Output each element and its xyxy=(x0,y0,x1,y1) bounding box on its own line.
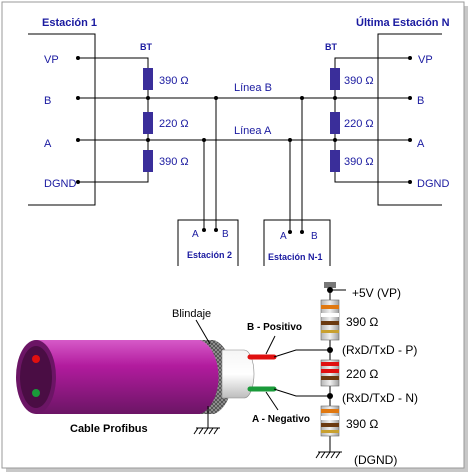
left-resistor-dgnd-label: 390 Ω xyxy=(159,156,189,168)
junction-dots xyxy=(76,56,412,234)
right-resistor-mid-label: 220 Ω xyxy=(344,118,374,130)
bt-left-label: BT xyxy=(140,42,152,52)
right-resistor-vp xyxy=(330,68,340,90)
left-pin-dgnd: DGND xyxy=(44,178,76,190)
station2-box xyxy=(177,219,239,266)
resistor-390-top-label: 390 Ω xyxy=(346,315,378,329)
station2-pin-a: A xyxy=(192,229,199,240)
rxd-n-node xyxy=(327,393,333,399)
profibus-cable-body xyxy=(36,340,223,414)
cable-inner-jacket xyxy=(221,349,255,399)
vp-terminal xyxy=(324,282,336,288)
wire-green-lead xyxy=(273,388,330,397)
left-resistor-mid xyxy=(143,112,153,134)
left-resistor-vp-label: 390 Ω xyxy=(159,75,189,87)
left-wiring xyxy=(78,57,410,232)
stationN-title: Última Estación N xyxy=(356,16,450,29)
station1-title: Estación 1 xyxy=(42,17,97,29)
dgnd-label: (DGND) xyxy=(354,453,397,467)
cable-end-inner xyxy=(20,346,52,408)
right-pin-a: A xyxy=(417,138,425,150)
left-resistor-dgnd xyxy=(143,150,153,172)
right-resistor-dgnd-label: 390 Ω xyxy=(344,156,374,168)
left-pin-b: B xyxy=(44,95,51,107)
right-pin-vp: VP xyxy=(418,54,433,66)
resistor-390-top xyxy=(320,299,340,341)
shield-label-leader xyxy=(195,319,211,345)
line-a-label: Línea A xyxy=(234,125,272,137)
bt-right-label: BT xyxy=(325,42,337,52)
station2-label: Estación 2 xyxy=(187,250,232,260)
positive-label-leader xyxy=(265,335,276,355)
stationN1-box xyxy=(263,219,331,266)
negative-label-leader xyxy=(265,391,279,411)
resistor-390-bottom-label: 390 Ω xyxy=(346,417,378,431)
left-pin-vp: VP xyxy=(44,54,59,66)
right-resistor-vp-label: 390 Ω xyxy=(344,75,374,87)
stationN1-pin-b: B xyxy=(311,231,318,242)
stationN-box xyxy=(377,33,442,206)
negative-label: A - Negativo xyxy=(252,414,310,425)
shield-label: Blindaje xyxy=(172,308,211,320)
cable-label: Cable Profibus xyxy=(70,423,148,435)
right-pin-b: B xyxy=(417,95,424,107)
resistor-390-bottom xyxy=(320,405,340,437)
resistor-220 xyxy=(320,359,340,387)
right-pin-dgnd: DGND xyxy=(417,178,449,190)
left-resistor-vp xyxy=(143,68,153,90)
left-pin-a: A xyxy=(44,138,52,150)
stationN1-pin-a: A xyxy=(280,231,287,242)
rxd-p-node xyxy=(327,347,333,353)
shield-ground-icon xyxy=(193,427,220,435)
left-resistor-mid-label: 220 Ω xyxy=(159,118,189,130)
right-resistor-dgnd xyxy=(330,150,340,172)
vp-label: +5V (VP) xyxy=(352,286,401,300)
rxd-p-label: (RxD/TxD - P) xyxy=(342,343,417,357)
station1-box xyxy=(28,33,96,206)
line-b-label: Línea B xyxy=(234,82,272,94)
wire-red-lead xyxy=(273,349,330,358)
rxd-n-label: (RxD/TxD - N) xyxy=(342,391,418,405)
cable-end-green-core xyxy=(32,389,40,397)
station2-pin-b: B xyxy=(222,229,229,240)
stationN1-label: Estación N-1 xyxy=(268,252,323,262)
resistor-220-label: 220 Ω xyxy=(346,367,378,381)
dgnd-ground-icon xyxy=(315,451,342,459)
cable-end-red-core xyxy=(32,355,40,363)
right-resistor-mid xyxy=(330,112,340,134)
positive-label: B - Positivo xyxy=(247,322,302,333)
